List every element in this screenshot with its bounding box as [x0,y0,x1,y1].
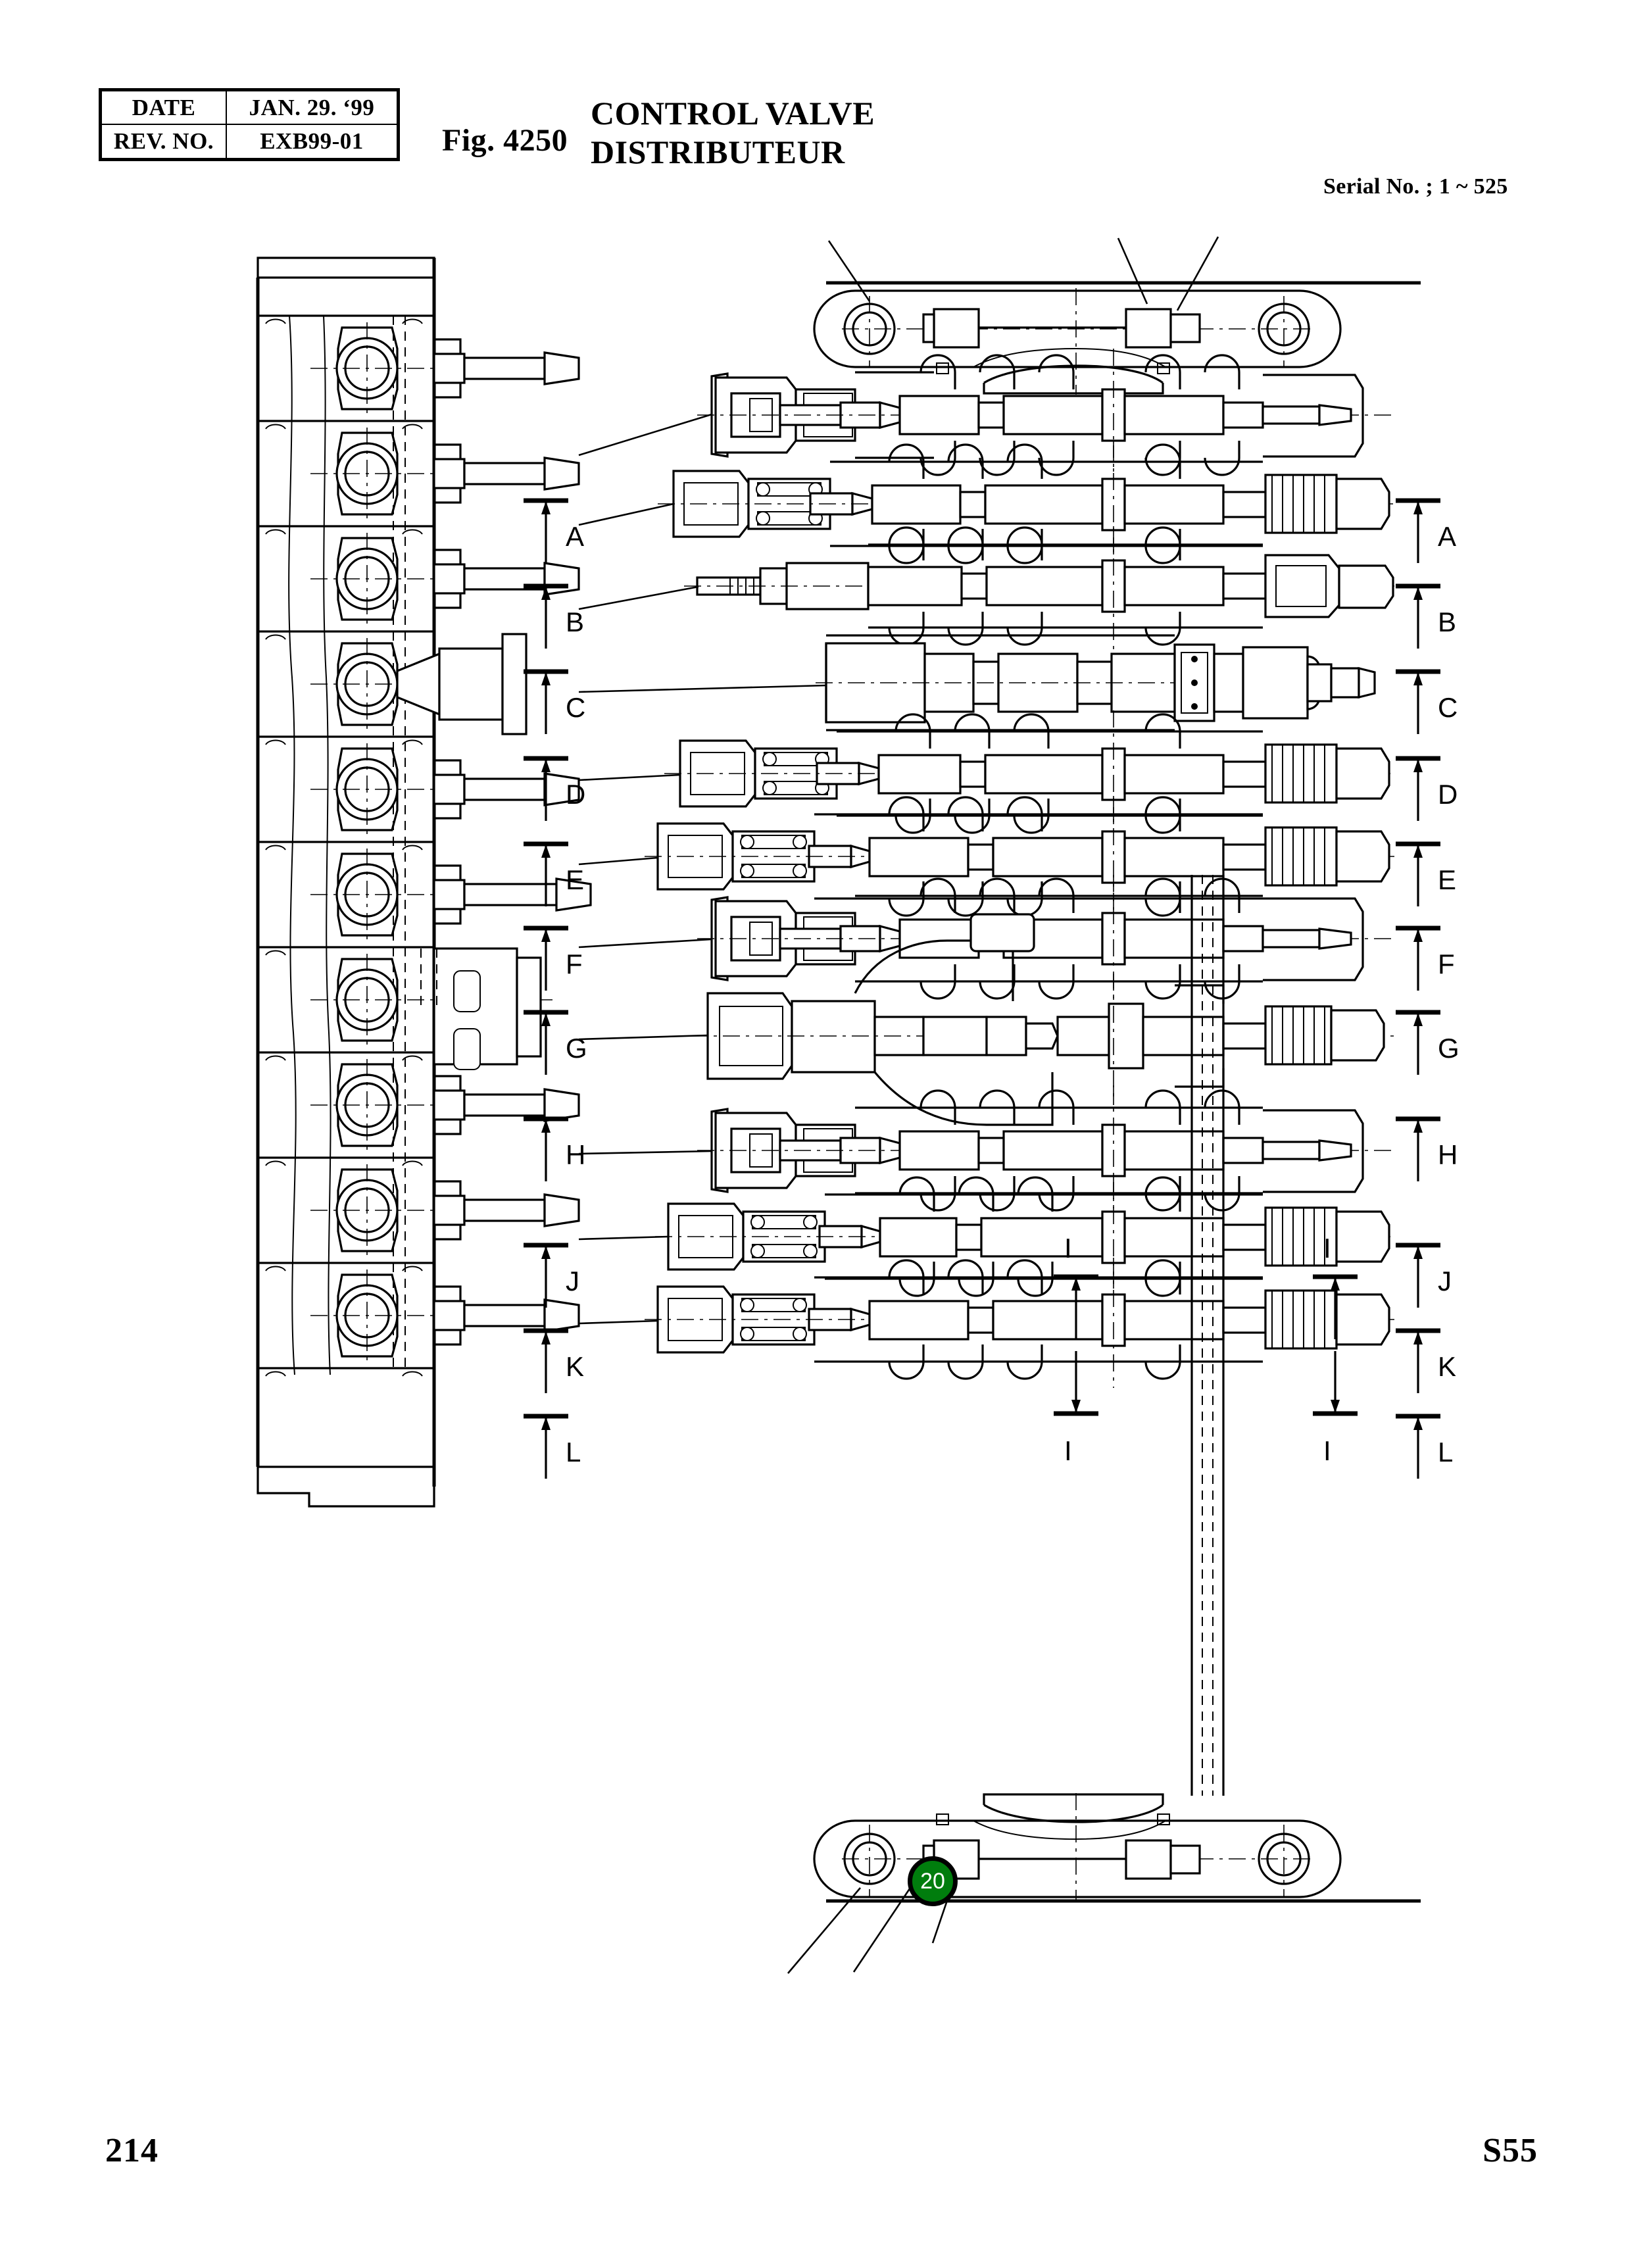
svg-text:J: J [566,1266,579,1296]
rev-no-value: EXB99-01 [226,124,399,160]
table-row: REV. NO. EXB99-01 [99,124,399,160]
svg-text:F: F [566,949,583,979]
svg-text:I: I [1064,1233,1072,1264]
page-footer: 214 S55 [0,2131,1643,2210]
section-marker-j: J [522,1241,579,1309]
revision-table: DATE JAN. 29. ‘99 REV. NO. EXB99-01 [99,88,400,161]
date-label: DATE [99,89,227,126]
section-marker-a-right: A [1394,497,1456,564]
section-markers-right: A B C D E F G H J K L [1394,497,1459,1480]
section-marker-i-left-top: I [1052,1233,1100,1341]
section-marker-l: L [522,1412,581,1480]
section-marker-d: D [522,754,585,822]
svg-text:E: E [566,864,584,895]
section-marker-e-right: E [1394,840,1456,908]
section-marker-j-right: J [1394,1241,1452,1309]
section-marker-a: A [522,497,584,564]
serial-number-note: Serial No. ; 1 ~ 525 [1323,174,1508,199]
section-marker-l-right: L [1394,1412,1453,1480]
svg-text:H: H [566,1139,585,1170]
svg-text:L: L [566,1437,581,1467]
svg-text:G: G [566,1033,587,1064]
svg-text:I: I [1064,1435,1072,1466]
section-marker-h-right: H [1394,1115,1458,1183]
spool-section-a [697,349,1394,487]
svg-text:B: B [1438,606,1456,637]
top-end-cap [813,236,1342,395]
spool-section-k [655,1175,1394,1302]
spool-section-g [697,875,1394,1006]
page-number: 214 [105,2132,159,2169]
svg-text:A: A [1438,521,1456,552]
section-marker-k: K [522,1327,584,1394]
model-code: S55 [1483,2132,1538,2169]
section-marker-g-right: G [1394,1008,1459,1076]
title-line-english: CONTROL VALVE [591,95,875,132]
table-row: DATE JAN. 29. ‘99 [99,89,399,126]
svg-text:D: D [566,779,585,810]
title-line-french: DISTRIBUTEUR [591,134,845,170]
spool-section-c [684,526,1394,651]
svg-text:G: G [1438,1033,1459,1064]
section-marker-c-right: C [1394,668,1458,735]
svg-text:L: L [1438,1437,1453,1467]
section-marker-i-right-top: I [1312,1233,1359,1341]
relief-valve-section-d [816,634,1376,731]
section-marker-f-right: F [1394,924,1455,992]
section-marker-d-right: D [1394,754,1458,822]
page-title: CONTROL VALVE DISTRIBUTEUR [591,94,875,172]
drawing-canvas: .ln {fill:none;stroke:#000;stroke-width:… [256,236,1459,1974]
svg-text:H: H [1438,1139,1458,1170]
callout-label: 20 [920,1869,945,1894]
section-markers-left: A B C D E F G H J K L [522,497,587,1480]
spool-section-h [691,913,1394,1126]
svg-text:C: C [566,692,585,723]
section-marker-i-left-bottom: I [1052,1350,1100,1466]
date-value: JAN. 29. ‘99 [226,89,399,126]
svg-text:D: D [1438,779,1458,810]
spool-section-f [645,796,1394,921]
section-marker-h: H [522,1115,585,1183]
svg-text:C: C [1438,692,1458,723]
section-markers-inner-i: I I I I [1052,1233,1359,1466]
svg-text:J: J [1438,1266,1452,1296]
svg-text:A: A [566,521,584,552]
part-callout-20[interactable]: 20 [908,1856,958,1906]
section-marker-e: E [522,840,584,908]
svg-text:I: I [1323,1435,1331,1466]
rev-no-label: REV. NO. [99,124,227,160]
section-marker-b-right: B [1394,582,1456,650]
section-marker-b: B [522,582,584,650]
svg-text:K: K [566,1351,584,1382]
technical-drawing: .ln {fill:none;stroke:#000;stroke-width:… [0,217,1643,2013]
svg-text:B: B [566,606,584,637]
page-header: DATE JAN. 29. ‘99 REV. NO. EXB99-01 Fig.… [0,0,1643,237]
svg-text:K: K [1438,1351,1456,1382]
leader-lines [578,413,827,1325]
section-marker-f: F [522,924,583,992]
side-elevation-view [256,257,592,1508]
spool-section-j [697,1085,1394,1217]
section-marker-i-right-bottom: I [1312,1350,1359,1466]
spool-section-e [664,710,1394,842]
svg-text:E: E [1438,864,1456,895]
section-marker-c: C [522,668,585,735]
figure-number: Fig. 4250 [442,123,568,158]
spool-section-b [658,441,1394,572]
port-boss-group [310,322,592,1362]
section-marker-g: G [522,1008,587,1076]
spool-section-l [645,1258,1394,1388]
svg-text:I: I [1323,1233,1331,1264]
sectional-assembly-view: A B C D E F G H J K L [522,236,1459,1974]
section-marker-k-right: K [1394,1327,1456,1394]
bottom-end-cap [787,1793,1342,1974]
svg-text:F: F [1438,949,1455,979]
